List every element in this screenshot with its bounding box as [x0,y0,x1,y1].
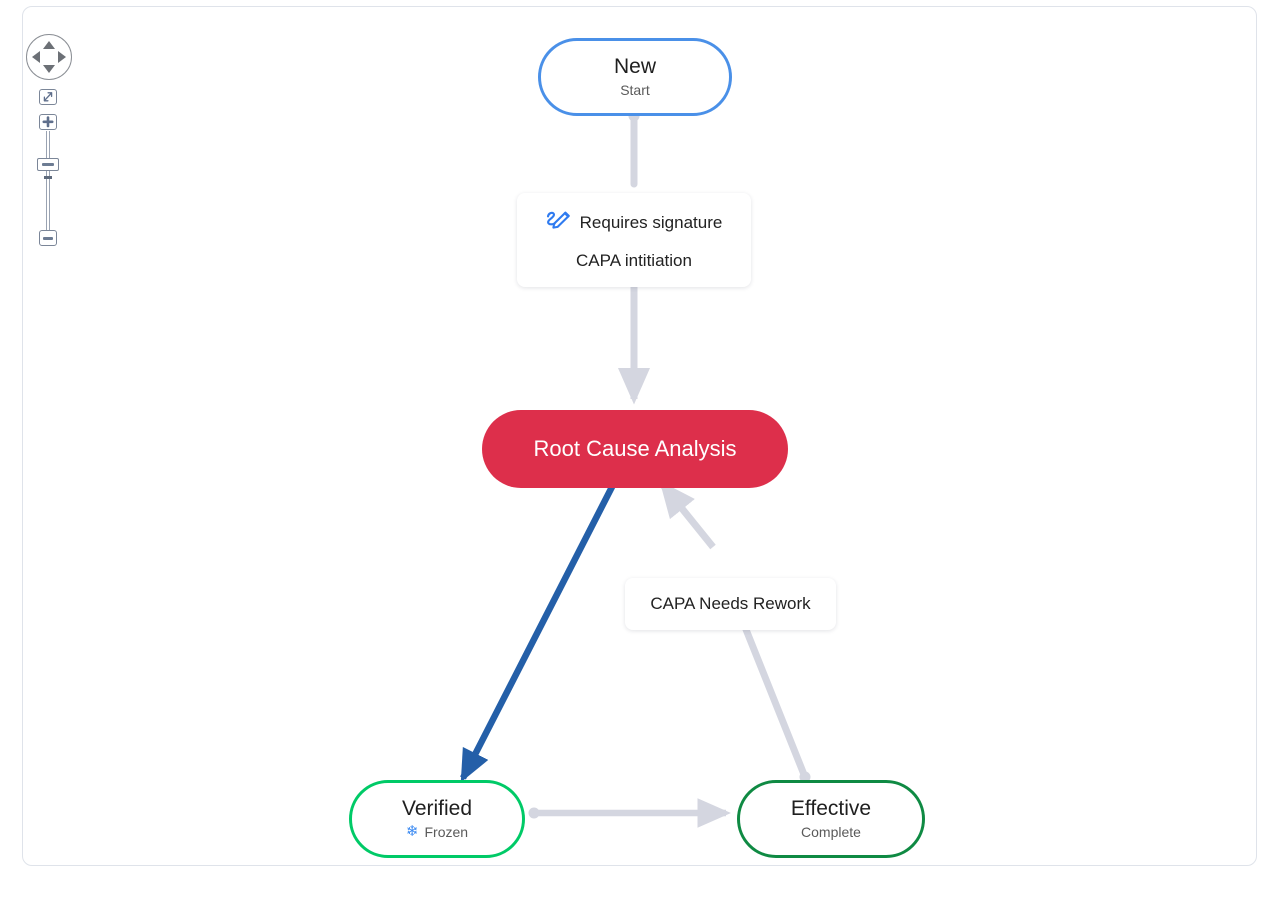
zoom-slider-tick [44,176,52,179]
requires-signature-text: Requires signature [579,213,723,232]
minus-icon [43,237,53,240]
edge-effective-to-rca[interactable] [659,480,811,783]
capa-initiation-text: CAPA intitiation [576,250,692,270]
node-verified-title: Verified [401,797,473,821]
snowflake-icon: ❄ [405,823,419,841]
node-verified-subtitle: ❄ Frozen [406,824,468,840]
node-verified-subtitle-text: Frozen [424,823,469,840]
requires-signature-row: Requires signature [546,210,723,237]
zoom-in-button[interactable] [39,114,57,130]
fit-to-screen-icon [43,92,53,102]
node-effective[interactable]: Effective Complete [737,780,925,858]
edge-verified-to-effective[interactable] [528,798,732,828]
node-root-cause-analysis-title: Root Cause Analysis [533,436,737,462]
node-effective-subtitle-text: Complete [801,823,861,840]
edge-label-capa-initiation[interactable]: Requires signature CAPA intitiation [517,193,751,287]
node-new-subtitle: Start [620,82,650,98]
node-effective-title: Effective [790,797,872,821]
capa-initiation-row: CAPA intitiation [576,251,692,271]
zoom-out-button[interactable] [39,230,57,246]
arrow-left-icon[interactable] [32,51,40,63]
zoom-slider-track[interactable] [46,131,50,231]
edge-layer [460,110,811,828]
edge-rca-to-verified[interactable] [460,475,621,783]
arrow-up-icon[interactable] [43,41,55,49]
node-effective-subtitle: Complete [801,824,861,840]
node-root-cause-analysis[interactable]: Root Cause Analysis [482,410,788,488]
capa-needs-rework-text: CAPA Needs Rework [650,594,811,613]
node-new-title: New [613,55,656,79]
arrow-down-icon[interactable] [43,65,55,73]
node-new-subtitle-text: Start [620,81,650,98]
fit-to-screen-button[interactable] [39,89,57,105]
edge-label-capa-needs-rework[interactable]: CAPA Needs Rework [625,578,836,630]
plus-icon [42,116,54,128]
zoom-slider-handle[interactable] [37,158,59,171]
node-verified[interactable]: Verified ❄ Frozen [349,780,525,858]
arrow-right-icon[interactable] [58,51,66,63]
diagram-canvas[interactable]: New Start Root Cause Analysis Verified ❄… [22,6,1257,866]
node-new[interactable]: New Start [538,38,732,116]
signature-pen-icon [546,210,572,237]
pan-control[interactable] [26,34,72,80]
